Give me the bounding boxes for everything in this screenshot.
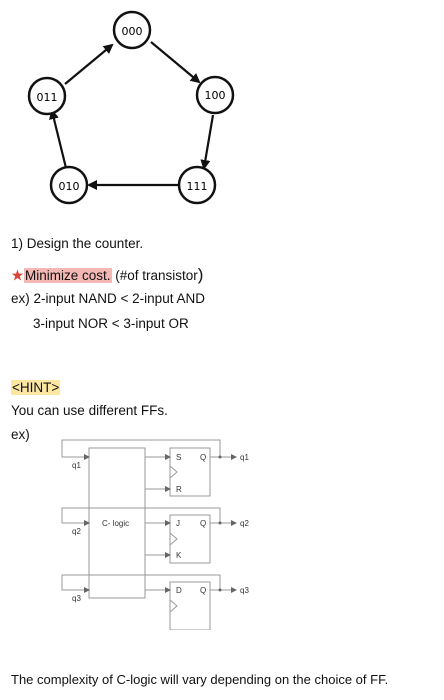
- sr-q-label: Q: [200, 453, 206, 462]
- svg-text:000: 000: [122, 25, 143, 38]
- state-node-000: 000: [112, 10, 152, 50]
- jk-k-label: K: [176, 551, 182, 560]
- minimize-cost-highlight: Minimize cost.: [24, 268, 112, 283]
- arrow-010-to-011: [49, 109, 68, 169]
- arrow-000-to-100: [150, 41, 201, 84]
- task-line-3: ex) 2-input NAND < 2-input AND: [11, 291, 205, 306]
- jk-flip-flop: [169, 514, 211, 564]
- star-icon: [11, 269, 24, 281]
- feedback-q2: q2: [72, 527, 81, 536]
- task-line-4: 3-input NOR < 3-input OR: [33, 316, 189, 331]
- arrow-100-to-111: [200, 114, 215, 170]
- d-flip-flop: [169, 581, 211, 630]
- sr-flip-flop: [169, 447, 211, 497]
- svg-text:010: 010: [59, 180, 80, 193]
- state-node-011: 011: [27, 76, 67, 116]
- feedback-q3: q3: [72, 594, 81, 603]
- jk-q-label: Q: [200, 519, 206, 528]
- output-q2: q2: [240, 519, 249, 528]
- transistor-note: (#of transistor: [111, 268, 198, 283]
- output-q1: q1: [240, 453, 249, 462]
- d-q-label: Q: [200, 586, 206, 595]
- hint-line-1: You can use different FFs.: [11, 403, 168, 418]
- state-node-010: 010: [49, 165, 89, 205]
- hint-line-2: ex): [11, 427, 30, 442]
- task-line-1: 1) Design the counter.: [11, 236, 144, 251]
- jk-j-label: J: [176, 519, 180, 528]
- sr-s-label: S: [176, 453, 181, 462]
- state-diagram: 000 100 111 010 011: [27, 10, 235, 205]
- output-q3: q3: [240, 586, 249, 595]
- svg-text:011: 011: [37, 91, 58, 104]
- feedback-q1: q1: [72, 461, 81, 470]
- state-node-100: 100: [195, 75, 235, 115]
- svg-text:100: 100: [205, 89, 226, 102]
- closing-paren: ): [197, 265, 204, 284]
- c-logic-label: C- logic: [102, 519, 129, 528]
- task-line-2: Minimize cost. (#of transistor): [11, 265, 203, 285]
- d-d-label: D: [176, 586, 182, 595]
- footer-note: The complexity of C-logic will vary depe…: [11, 672, 389, 687]
- svg-text:111: 111: [187, 180, 208, 193]
- arrow-011-to-000: [64, 43, 114, 85]
- hint-label: <HINT>: [11, 380, 61, 395]
- circuit-diagram: C- logic S R Q J K Q D Q q1 q2 q3 q1 q2 …: [61, 439, 249, 630]
- state-node-111: 111: [177, 165, 217, 205]
- sr-r-label: R: [176, 485, 182, 494]
